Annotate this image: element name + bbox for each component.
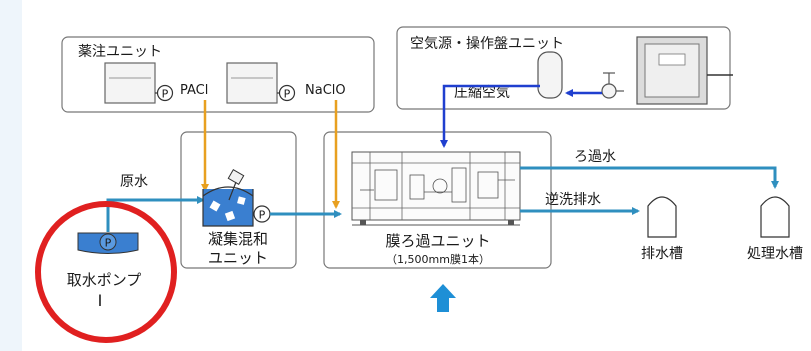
filtered-water-line bbox=[520, 166, 779, 189]
compressor-icon bbox=[601, 83, 617, 99]
air-tank-icon bbox=[537, 51, 563, 99]
intake-pump-label: 取水ポンプ bbox=[67, 271, 142, 289]
up-arrow-icon bbox=[430, 284, 456, 312]
naclo-label: NaClO bbox=[305, 83, 346, 98]
naclo-pump-icon bbox=[278, 84, 296, 102]
raw-water-label: 原水 bbox=[120, 174, 148, 190]
mixer-icon bbox=[227, 168, 245, 186]
coagulation-pump-symbol: P bbox=[259, 209, 266, 222]
drain-tank-label: 排水槽 bbox=[641, 246, 683, 262]
pacl-tank bbox=[104, 62, 156, 104]
coagulation-label-line2: ユニット bbox=[208, 249, 268, 267]
backwash-drain-label: 逆洗排水 bbox=[545, 192, 601, 208]
compressed-air-label: 圧縮空気 bbox=[454, 85, 510, 101]
drain-tank-icon bbox=[647, 196, 677, 238]
chemical-unit: 薬注ユニット P PACl P NaClO bbox=[61, 36, 375, 113]
raw-water-line bbox=[106, 196, 205, 232]
treated-tank-icon bbox=[760, 196, 790, 238]
treated-tank-label: 処理水槽 bbox=[747, 246, 803, 262]
naclo-pump-symbol: P bbox=[284, 88, 291, 101]
chemical-unit-title: 薬注ユニット bbox=[78, 44, 162, 60]
membrane-skid-icon bbox=[351, 151, 521, 226]
naclo-tank bbox=[226, 62, 278, 104]
coagulation-label-line1: 凝集混和 bbox=[208, 230, 268, 248]
pacl-pump-symbol: P bbox=[162, 88, 169, 101]
air-source-unit: 空気源・操作盤ユニット 圧縮空気 bbox=[396, 26, 733, 110]
membrane-unit-spec: （1,500mm膜1本） bbox=[386, 252, 490, 266]
filtered-water-label: ろ過水 bbox=[574, 149, 616, 165]
intake-pump-symbol: P bbox=[105, 237, 112, 250]
coagulation-tank: P bbox=[202, 168, 271, 227]
pacl-label: PACl bbox=[180, 83, 208, 98]
membrane-unit-title: 膜ろ過ユニット bbox=[385, 232, 490, 250]
pacl-pump-icon bbox=[156, 84, 174, 102]
air-unit-title: 空気源・操作盤ユニット bbox=[410, 36, 564, 52]
intake-pump-marker: I bbox=[98, 291, 103, 310]
intake-pump-icon bbox=[99, 233, 117, 251]
highlight-circle bbox=[35, 201, 177, 343]
compressed-air-line bbox=[440, 84, 540, 148]
